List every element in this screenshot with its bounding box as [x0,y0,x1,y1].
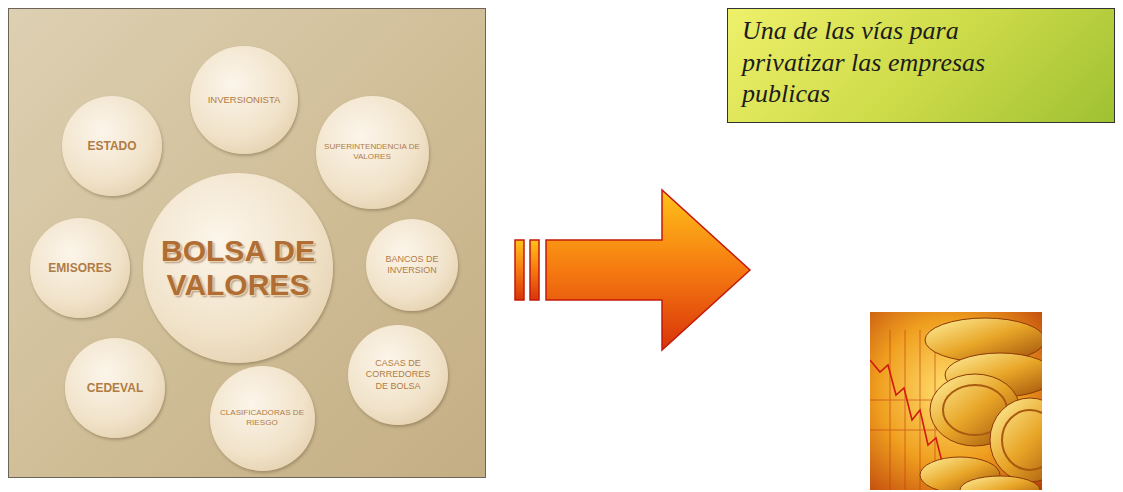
node-label: INVERSIONISTA [208,94,281,106]
node-label: CLASIFICADORAS DE RIESGO [216,408,308,428]
node-label: CASAS DE CORREDORES DE BOLSA [362,358,434,392]
participant-circle: INVERSIONISTA [190,46,298,154]
node-label: SUPERINTENDENCIA DE VALORES [320,142,424,162]
node-label: ESTADO [87,139,136,154]
participant-circle: ESTADO [62,96,162,196]
participant-circle: CEDEVAL [65,338,165,438]
coins-photo [870,312,1042,490]
node-label: BANCOS DE INVERSION [379,254,445,277]
node-label: CEDEVAL [87,381,143,396]
participant-circle: EMISORES [30,218,130,318]
central-circle: BOLSA DE VALORES [143,173,333,363]
note-text: Una de las vías para privatizar las empr… [742,15,1042,110]
node-label: BOLSA DE VALORES [156,234,321,303]
participant-circle: BANCOS DE INVERSION [366,219,458,311]
participant-circle: CASAS DE CORREDORES DE BOLSA [348,325,448,425]
note-box: Una de las vías para privatizar las empr… [727,8,1115,123]
arrow-illustration [515,190,750,350]
participant-circle: CLASIFICADORAS DE RIESGO [210,366,315,471]
participant-circle: SUPERINTENDENCIA DE VALORES [316,96,429,209]
node-label: EMISORES [48,261,111,276]
